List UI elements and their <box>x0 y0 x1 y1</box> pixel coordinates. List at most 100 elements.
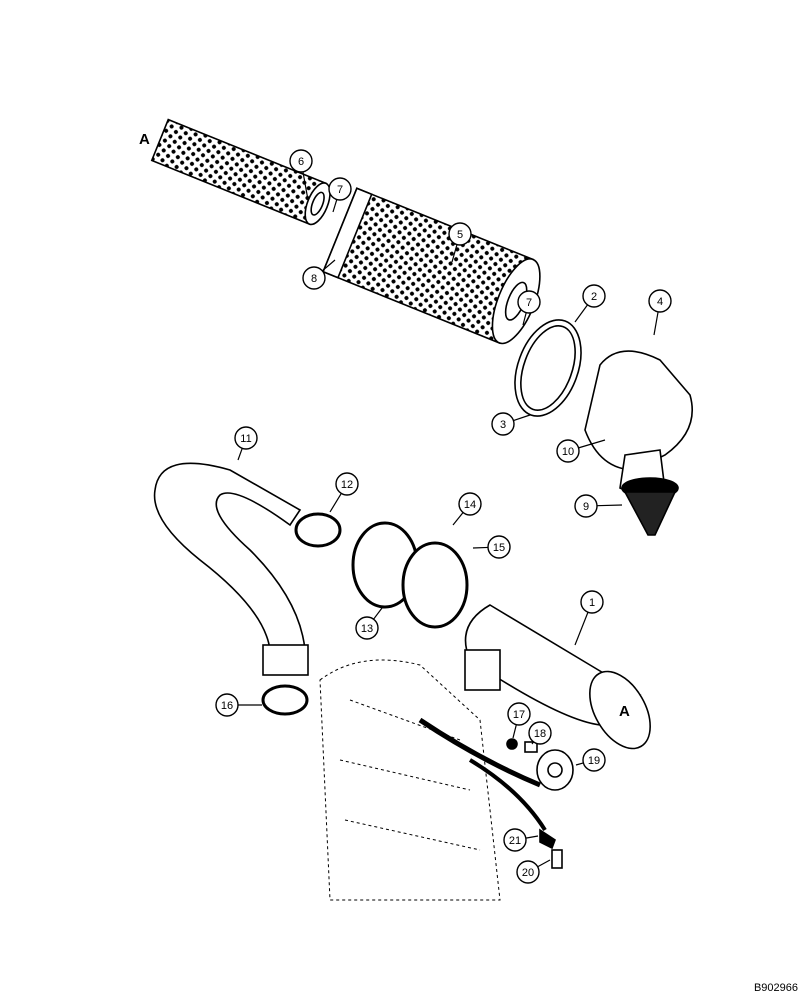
callout-bubble <box>458 492 482 516</box>
callout-bubble <box>582 284 606 308</box>
mounting-band <box>401 541 469 629</box>
callout-bubble <box>234 426 258 450</box>
callout-11: 11 <box>234 426 258 450</box>
callout-13: 13 <box>355 616 379 640</box>
leader-line <box>451 244 458 263</box>
leader-line <box>452 512 464 526</box>
callout-number: 19 <box>588 755 600 767</box>
callout-number: 2 <box>591 291 597 303</box>
callout-number: 18 <box>534 728 546 740</box>
leader-line <box>653 311 659 336</box>
callout-bubble <box>574 494 598 518</box>
callout-8: 8 <box>302 266 326 290</box>
callout-15: 15 <box>487 535 511 559</box>
callout-bubble <box>491 412 515 436</box>
callout-bubble <box>556 439 580 463</box>
leader-line <box>329 493 342 513</box>
callout-number: 7 <box>526 297 532 309</box>
leader-line <box>237 448 243 461</box>
callout-5: 5 <box>448 222 472 246</box>
leader-line <box>537 859 551 868</box>
leader-line <box>373 607 383 620</box>
leader-line <box>512 724 517 739</box>
callout-bubble <box>516 860 540 884</box>
dust-valve <box>621 477 679 536</box>
air-cleaner-housing <box>464 604 651 750</box>
callout-bubble <box>503 828 527 852</box>
leader-line <box>574 304 588 323</box>
engine-outline <box>319 659 501 901</box>
leader-line <box>575 762 584 766</box>
leader-line <box>525 835 539 839</box>
hose-clamp-lower <box>261 684 309 716</box>
callout-number: 16 <box>221 700 233 712</box>
leader-line <box>332 199 338 213</box>
callout-17: 17 <box>507 702 531 726</box>
callout-bubble <box>580 590 604 614</box>
leader-line <box>513 414 531 422</box>
callout-number: 14 <box>464 499 476 511</box>
leader-line <box>574 612 589 646</box>
callout-bubble <box>517 290 541 314</box>
callout-3: 3 <box>491 412 515 436</box>
callout-number: 9 <box>583 501 589 513</box>
callout-bubble <box>582 748 606 772</box>
callout-16: 16 <box>215 693 239 717</box>
leader-line <box>321 259 336 272</box>
callout-19: 19 <box>582 748 606 772</box>
callout-number: 12 <box>341 479 353 491</box>
callout-7: 7 <box>328 177 352 201</box>
callout-20: 20 <box>516 860 540 884</box>
callout-21: 21 <box>503 828 527 852</box>
leader-line <box>578 439 606 449</box>
callout-number: 11 <box>240 433 251 445</box>
inner-filter-element <box>150 118 331 226</box>
callout-number: 5 <box>457 229 463 241</box>
connection-marker-a: A <box>139 131 150 148</box>
callout-number: 3 <box>500 419 506 431</box>
callout-bubble <box>648 289 672 313</box>
callout-1: 1 <box>580 590 604 614</box>
callout-10: 10 <box>556 439 580 463</box>
callout-number: 13 <box>361 623 373 635</box>
callout-bubble <box>528 721 552 745</box>
callout-bubble <box>215 693 239 717</box>
leader-line <box>302 171 309 201</box>
callout-2: 2 <box>582 284 606 308</box>
callout-number: 1 <box>589 597 595 609</box>
callout-bubble <box>328 177 352 201</box>
callout-bubble <box>335 472 359 496</box>
callout-bubble <box>487 535 511 559</box>
callout-bubble <box>448 222 472 246</box>
callout-number: 6 <box>298 156 304 168</box>
callout-12: 12 <box>335 472 359 496</box>
callout-number: 21 <box>509 835 521 847</box>
callout-number: 4 <box>657 296 663 308</box>
callout-bubble <box>355 616 379 640</box>
leader-line <box>596 504 623 507</box>
callout-number: 10 <box>562 446 574 458</box>
connection-marker-a: A <box>619 703 630 720</box>
callout-9: 9 <box>574 494 598 518</box>
leader-line <box>522 312 527 326</box>
hose-clamp <box>294 512 342 548</box>
leader-line <box>472 546 489 549</box>
intake-hose <box>153 462 306 651</box>
callout-4: 4 <box>648 289 672 313</box>
callout-number: 15 <box>493 542 505 554</box>
outer-filter-element <box>322 187 541 345</box>
callout-number: 7 <box>337 184 343 196</box>
callout-number: 17 <box>513 709 525 721</box>
callout-bubble <box>289 149 313 173</box>
callout-bubble <box>302 266 326 290</box>
callout-number: 20 <box>522 867 534 879</box>
callout-bubble <box>507 702 531 726</box>
air-cleaner-cover <box>584 350 694 495</box>
callout-number: 8 <box>311 273 317 285</box>
callout-18: 18 <box>528 721 552 745</box>
callout-7: 7 <box>517 290 541 314</box>
figure-id: B902966 <box>753 982 798 994</box>
callout-14: 14 <box>458 492 482 516</box>
